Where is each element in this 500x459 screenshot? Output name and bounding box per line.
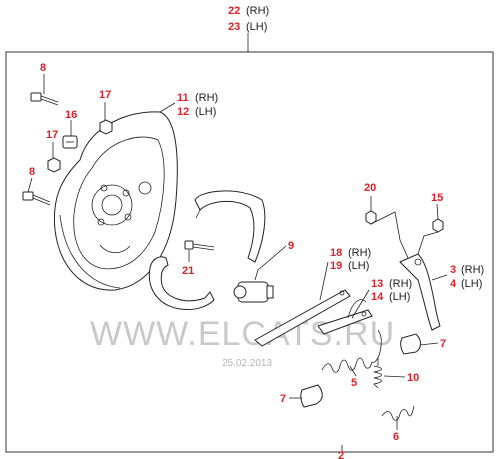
svg-text:(RH): (RH) [246,5,269,17]
leader-13-14 [351,289,370,319]
spring-clip-upper [400,333,421,355]
svg-text:22: 22 [228,5,240,17]
svg-text:14: 14 [371,291,384,303]
callout-21: 21 [182,265,194,277]
nut-lower [47,157,61,173]
leader-5 [349,365,357,377]
svg-text:12: 12 [177,106,189,118]
svg-text:4: 4 [450,278,457,290]
callout-15: 15 [431,192,443,204]
svg-text:(RH): (RH) [195,92,218,104]
svg-text:(LH): (LH) [195,106,216,118]
assembly-frame [5,51,494,453]
leader-15 [436,203,439,220]
callout-10: 10 [407,372,419,384]
nut-upper [99,119,113,135]
callout-11-12: 11 (RH) 12 (LH) [177,92,218,118]
callout-7-lower: 7 [280,393,286,405]
adjuster-lever [317,299,373,335]
svg-text:(RH): (RH) [389,278,412,290]
callout-6: 6 [393,431,399,443]
callout-17-lower: 17 [46,129,58,141]
svg-text:11: 11 [177,92,189,104]
svg-text:(LH): (LH) [348,260,369,272]
retaining-pin-20 [365,210,409,259]
wheel-cylinder [233,269,274,303]
retaining-pin-15 [417,218,444,255]
callout-5: 5 [351,377,357,389]
svg-text:18: 18 [330,247,342,259]
parking-brake-lever [399,253,441,331]
svg-text:(LH): (LH) [246,21,267,33]
bolt-upper [30,92,59,106]
brake-shoe-upper [194,190,266,263]
svg-text:(RH): (RH) [461,264,484,276]
leader-3-4 [431,274,448,281]
return-spring-5 [321,329,382,373]
callout-8-upper: 8 [40,62,46,74]
callout-20: 20 [364,182,376,194]
svg-text:19: 19 [330,260,342,272]
svg-text:(LH): (LH) [461,278,482,290]
spacer-plate [62,135,78,149]
svg-text:(LH): (LH) [389,291,410,303]
svg-text:(RH): (RH) [348,247,371,259]
leader-11-12 [159,102,176,113]
callout-3-4: 3 (RH) 4 (LH) [450,264,484,290]
callout-9: 9 [288,240,294,252]
callout-16: 16 [65,109,77,121]
bolt-lower [22,191,51,206]
leader-10 [383,375,406,378]
callout-17-upper: 17 [99,89,111,101]
callout-7-upper: 7 [440,338,446,350]
callout-8-lower: 8 [29,166,35,178]
strut-bar [254,289,351,347]
leader-8-lower [27,177,33,193]
backing-plate [53,111,178,291]
svg-text:13: 13 [371,278,383,290]
leader-9 [257,245,287,271]
callout-22-23: 22 (RH) 23 (LH) [228,5,269,33]
leader-18-19 [319,261,329,301]
leader-7-upper [419,342,439,346]
callout-2: 2 [338,450,344,459]
spring-10 [373,358,382,389]
watermark-date: 25.02.2013 [222,358,272,369]
svg-text:23: 23 [228,21,240,33]
spring-clip-lower [300,384,323,408]
spring-6 [381,405,415,421]
svg-text:3: 3 [450,264,456,276]
callout-18-19: 18 (RH) 19 (LH) [330,247,371,272]
adjuster-screw [184,240,215,251]
callout-13-14: 13 (RH) 14 (LH) [371,278,412,303]
brake-shoe-lower [148,256,215,311]
